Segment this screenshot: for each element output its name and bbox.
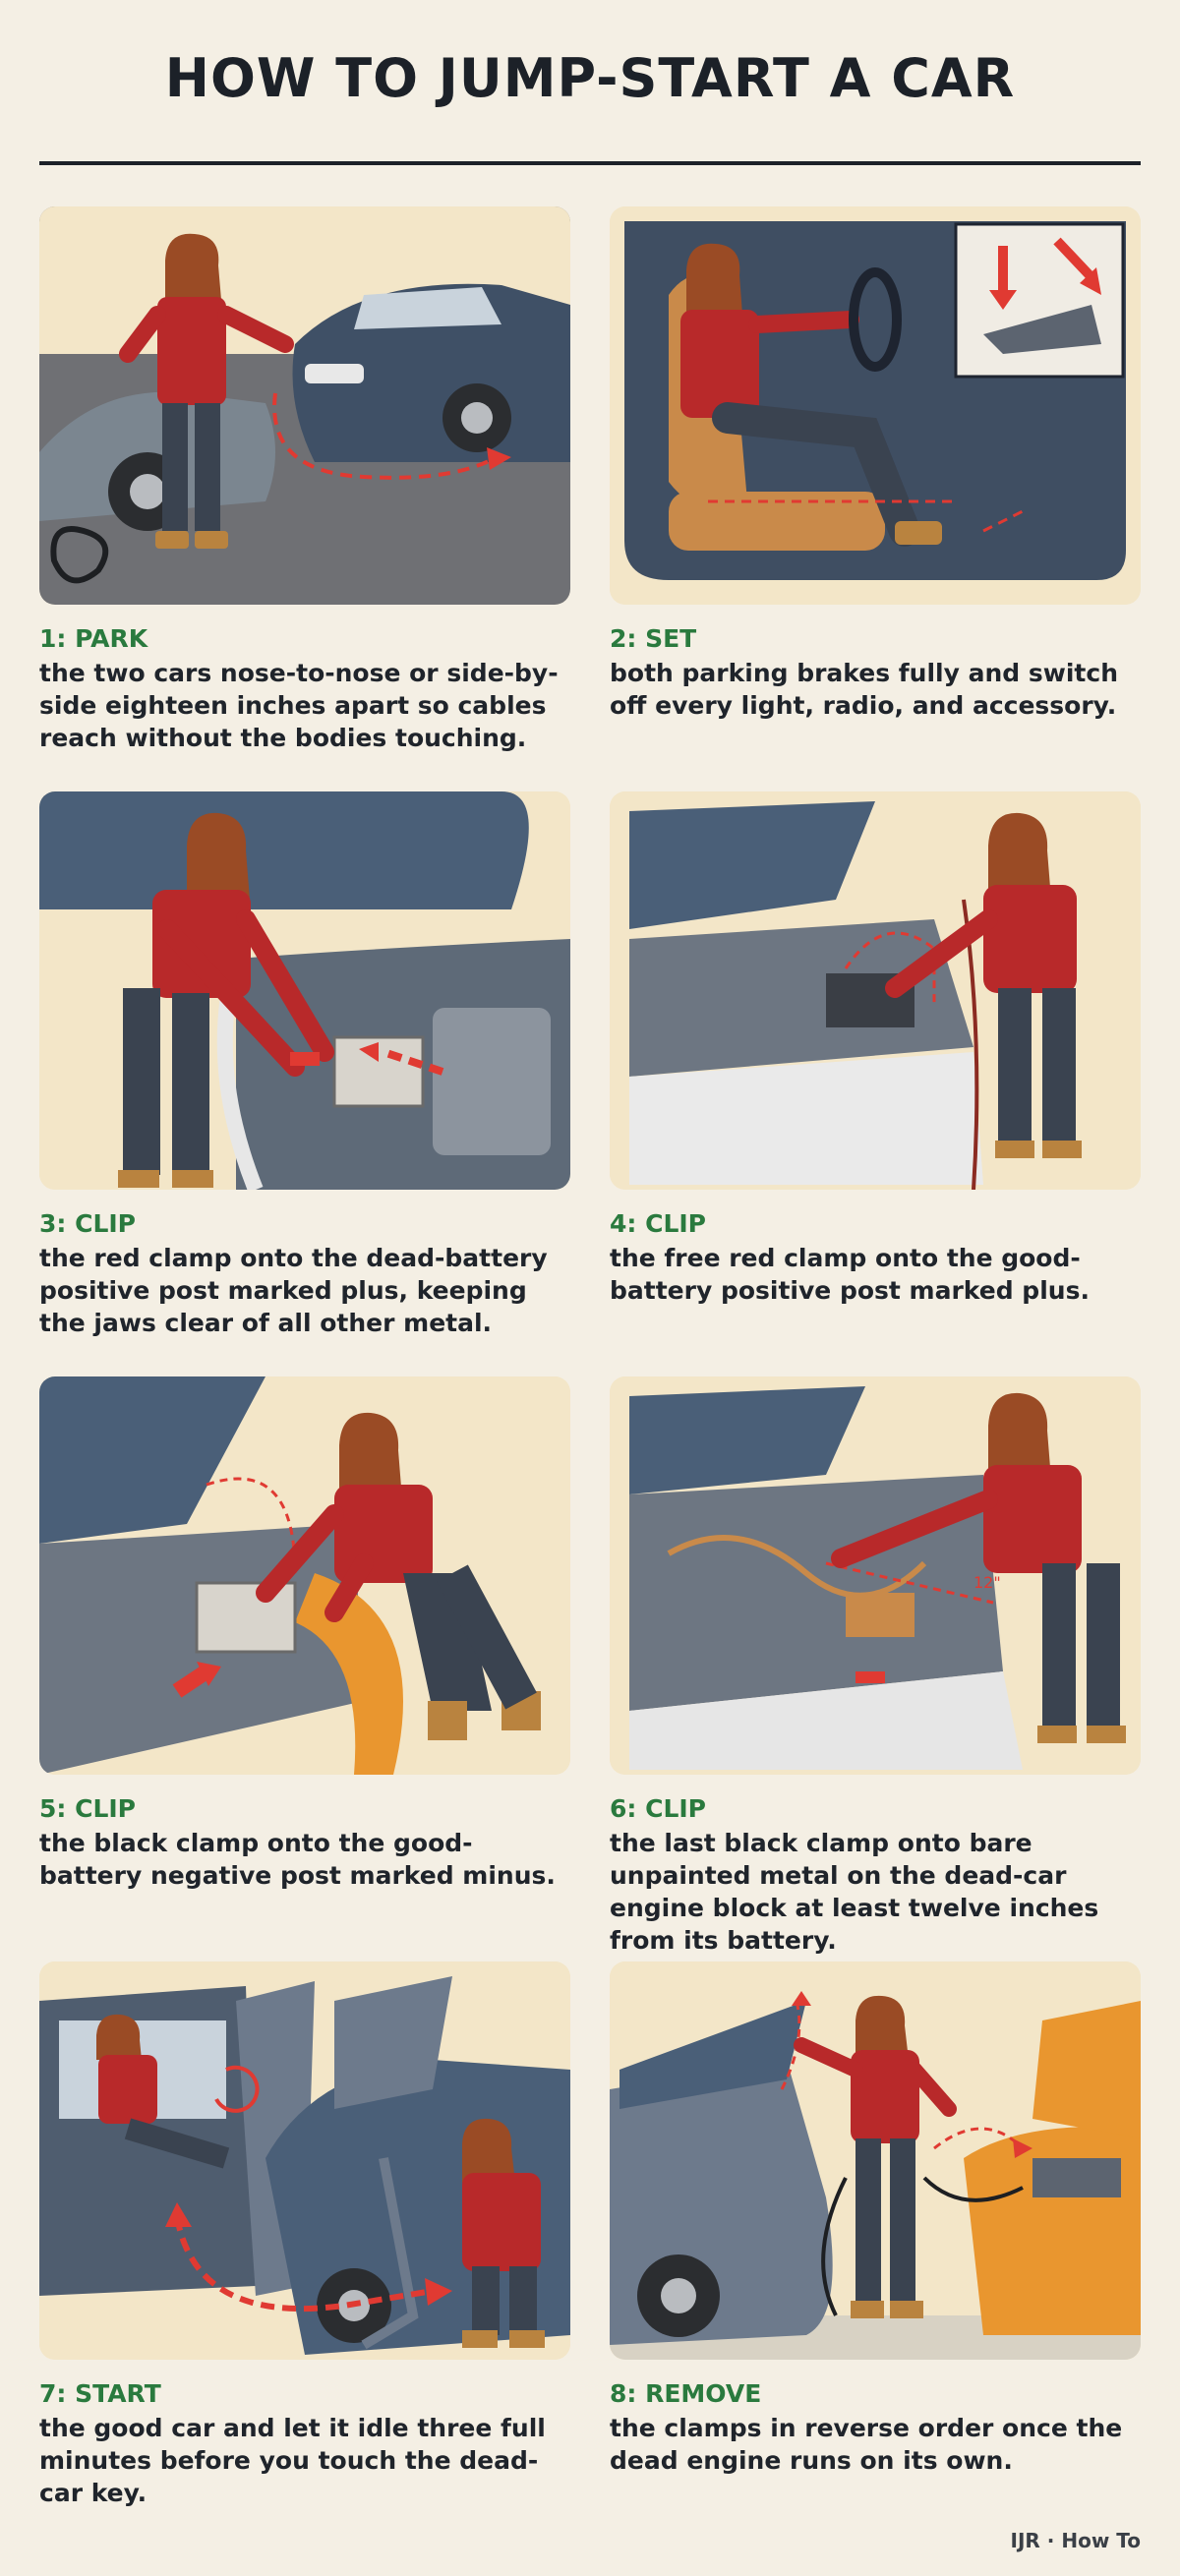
step-card-3: 3: CLIP the red clamp onto the dead-batt… xyxy=(39,791,570,1376)
step-illustration-clip-good-negative xyxy=(39,1376,570,1775)
measurement-label: 12" xyxy=(974,1573,1001,1592)
step-illustration-clip-engine-ground: 12" xyxy=(610,1376,1141,1775)
step-description: the last black clamp onto bare unpainted… xyxy=(610,1829,1099,1955)
step-card-6: 12" 6: CLIP the last black clamp onto ba… xyxy=(610,1376,1141,1961)
step-card-7: 7: START the good car and let it idle th… xyxy=(39,1961,570,2547)
step-card-8: 8: REMOVE the clamps in reverse order on… xyxy=(610,1961,1141,2547)
step-card-1: 1: PARK the two cars nose-to-nose or sid… xyxy=(39,206,570,791)
step-illustration-remove-clamps xyxy=(610,1961,1141,2360)
step-illustration-clip-dead-positive xyxy=(39,791,570,1190)
title-divider xyxy=(39,161,1141,165)
footer-credit: IJR · How To xyxy=(1010,2529,1141,2552)
page-title: HOW TO JUMP-START A CAR xyxy=(164,47,1016,109)
step-description: both parking brakes fully and switch off… xyxy=(610,659,1118,720)
step-description: the good car and let it idle three full … xyxy=(39,2414,546,2507)
step-description: the black clamp onto the good-battery ne… xyxy=(39,1829,556,1890)
step-card-2: 2: SET both parking brakes fully and swi… xyxy=(610,206,1141,791)
step-illustration-clip-good-positive xyxy=(610,791,1141,1190)
step-label: 7: START xyxy=(39,2379,161,2408)
step-description: the red clamp onto the dead-battery posi… xyxy=(39,1244,548,1337)
step-label: 6: CLIP xyxy=(610,1794,706,1823)
step-card-4: 4: CLIP the free red clamp onto the good… xyxy=(610,791,1141,1376)
step-description: the two cars nose-to-nose or side-by-sid… xyxy=(39,659,559,752)
step-label: 2: SET xyxy=(610,624,697,653)
step-card-5: 5: CLIP the black clamp onto the good-ba… xyxy=(39,1376,570,1961)
step-illustration-start-good-car xyxy=(39,1961,570,2360)
step-description: the clamps in reverse order once the dea… xyxy=(610,2414,1123,2475)
steps-grid: 1: PARK the two cars nose-to-nose or sid… xyxy=(39,206,1141,2547)
step-label: 5: CLIP xyxy=(39,1794,136,1823)
step-label: 3: CLIP xyxy=(39,1209,136,1238)
step-label: 8: REMOVE xyxy=(610,2379,762,2408)
step-description: the free red clamp onto the good-battery… xyxy=(610,1244,1090,1305)
step-illustration-park xyxy=(39,206,570,605)
step-illustration-set-brake xyxy=(610,206,1141,605)
step-label: 4: CLIP xyxy=(610,1209,706,1238)
step-label: 1: PARK xyxy=(39,624,148,653)
